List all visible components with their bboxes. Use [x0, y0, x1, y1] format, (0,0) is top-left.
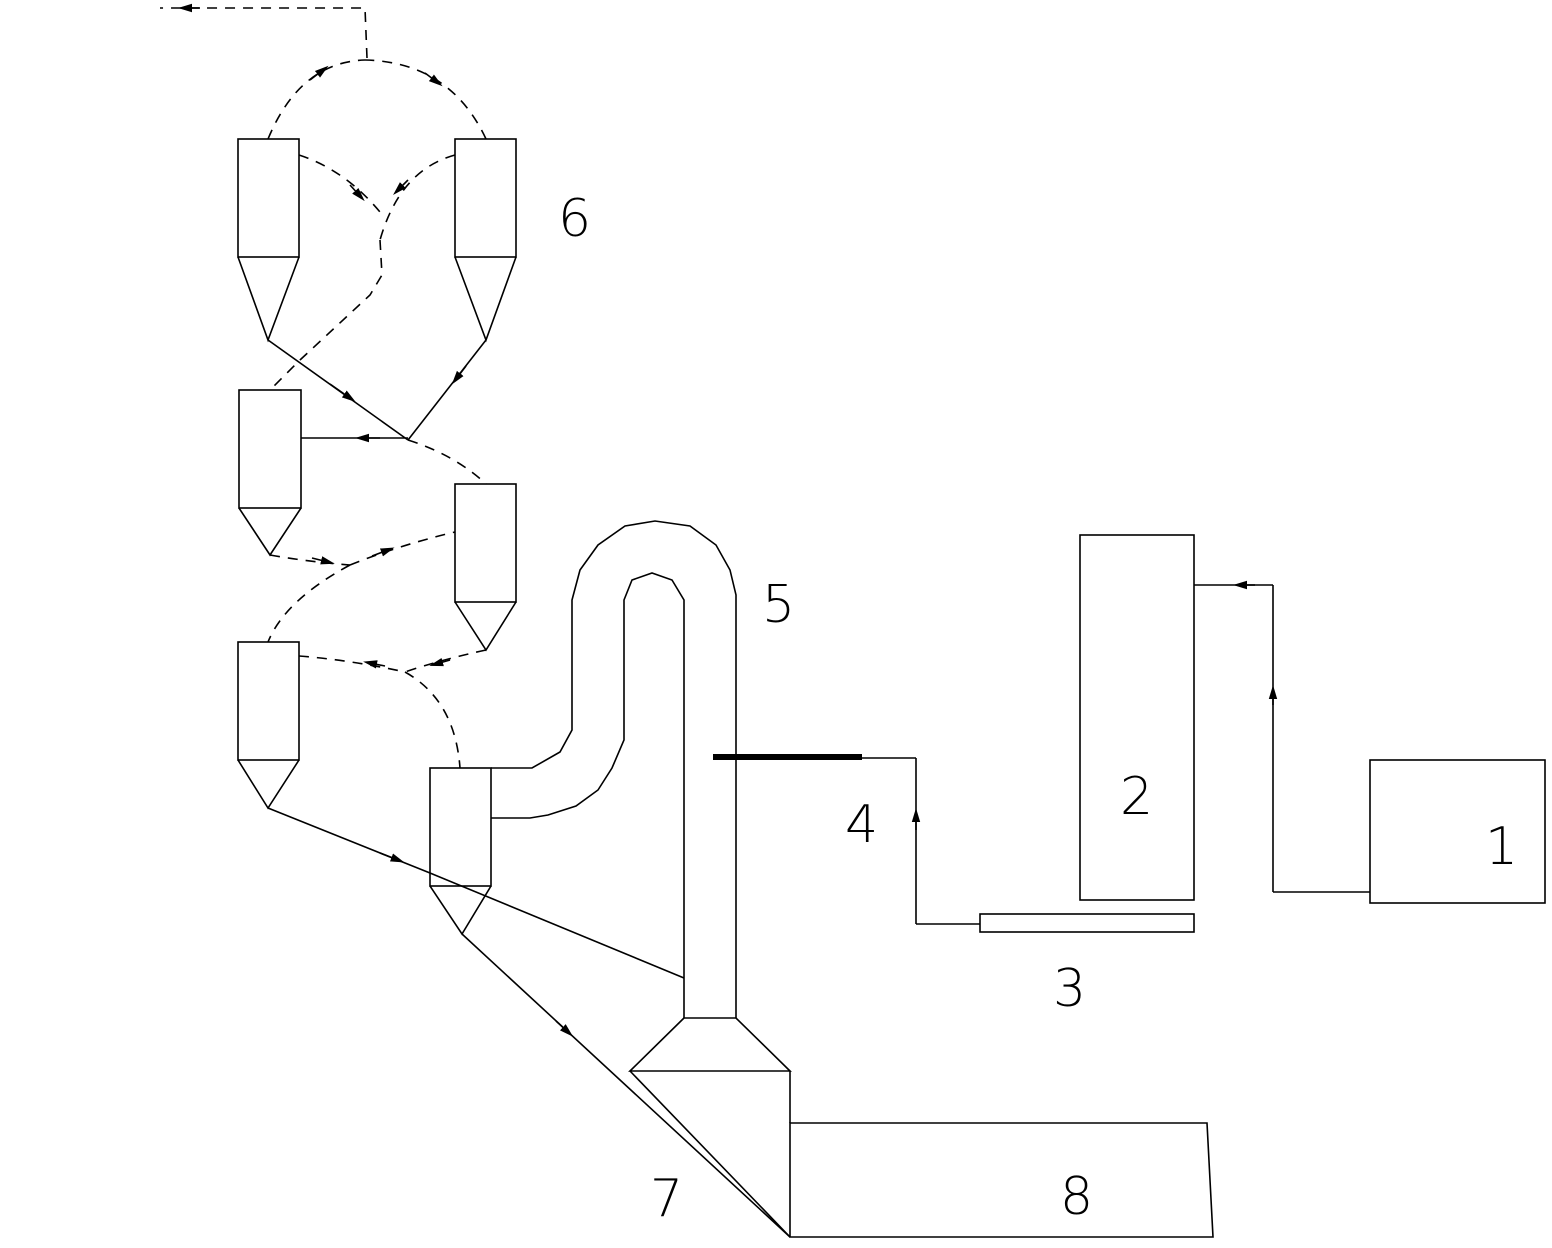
gas-flow-arrows [178, 3, 451, 669]
cyclone-5 [429, 767, 492, 936]
calciner-riser-5 [491, 520, 737, 1018]
rotary-kiln-8 [789, 1122, 1214, 1238]
label-8: 8 [1060, 1167, 1093, 1227]
label-6: 6 [558, 189, 591, 249]
cyclone-3 [454, 483, 517, 652]
cyclone-1-left [237, 138, 300, 343]
line-1-to-2 [1194, 580, 1370, 893]
cyclone-4 [237, 641, 300, 810]
kiln-inlet-hood [628, 1017, 792, 1238]
gas-flow-lines [160, 7, 487, 769]
cyclone-2 [238, 389, 302, 557]
line-3-to-4 [862, 757, 980, 925]
label-7: 7 [650, 1169, 683, 1229]
equipment-3-bar [979, 913, 1195, 933]
cyclone-1-right [454, 138, 517, 343]
equipment-2-box [1079, 534, 1195, 901]
label-5: 5 [762, 575, 795, 635]
label-1: 1 [1485, 817, 1518, 877]
equipment-1-box [1369, 759, 1546, 904]
label-3: 3 [1053, 959, 1086, 1019]
label-2: 2 [1120, 767, 1153, 827]
label-4: 4 [845, 795, 878, 855]
material-flow-lines [267, 339, 791, 1238]
